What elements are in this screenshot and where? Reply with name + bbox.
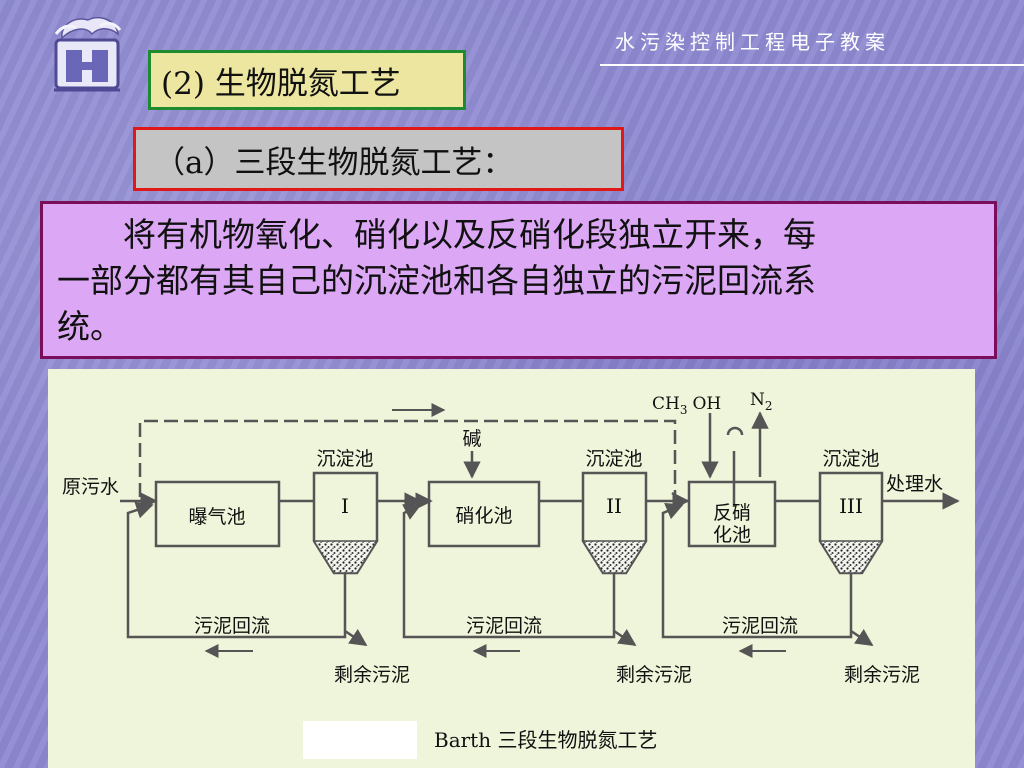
aeration-tank-label: 曝气池 bbox=[188, 506, 245, 528]
alkali-label: 碱 bbox=[462, 428, 481, 450]
sludge-return-line-3 bbox=[661, 503, 853, 639]
influent-label: 原污水 bbox=[62, 476, 119, 498]
clarifier-3-label: 沉淀池 bbox=[822, 448, 879, 470]
dragon-emblem-icon bbox=[54, 16, 122, 40]
clarifier-2-label: 沉淀池 bbox=[585, 448, 642, 470]
subsection-heading: （a）三段生物脱氮工艺： bbox=[133, 127, 624, 191]
figure-caption: Barth 三段生物脱氮工艺 bbox=[434, 728, 657, 752]
course-title: 水污染控制工程电子教案 bbox=[615, 30, 890, 54]
bypass-arrowhead-icon bbox=[671, 491, 687, 511]
description-line: 将有机物氧化、硝化以及反硝化段独立开来，每 bbox=[57, 215, 816, 254]
bypass-dashed-line bbox=[138, 419, 677, 499]
sludge-return-label-3: 污泥回流 bbox=[722, 615, 798, 637]
clarifier-2-numeral: II bbox=[606, 494, 622, 518]
process-flow-diagram: 原污水 处理水 曝气池 硝化池 反硝 化池 沉淀池 沉淀池 沉淀池 碱 污泥回流… bbox=[48, 369, 975, 768]
description-line: 一部分都有其自己的沉淀池和各自独立的污泥回流系 bbox=[57, 261, 816, 300]
denitrification-tank-label-line2: 化池 bbox=[713, 524, 751, 546]
excess-sludge-label-1: 剩余污泥 bbox=[334, 664, 410, 686]
excess-sludge-arrow-3 bbox=[850, 628, 874, 647]
clarifier-1-numeral: I bbox=[341, 494, 349, 518]
description-box: 将有机物氧化、硝化以及反硝化段独立开来，每 一部分都有其自己的沉淀池和各自独立的… bbox=[40, 201, 997, 359]
mixer-rotation-icon bbox=[726, 426, 744, 436]
clarifier-1-sludge bbox=[312, 540, 379, 574]
denitrification-tank bbox=[687, 480, 777, 548]
sludge-return-label-1: 污泥回流 bbox=[194, 615, 270, 637]
logo bbox=[42, 10, 132, 98]
effluent-label: 处理水 bbox=[886, 473, 943, 495]
sludge-return-line-1 bbox=[126, 501, 347, 639]
denitrification-tank-label-line1: 反硝 bbox=[713, 502, 751, 524]
aeration-tank bbox=[154, 480, 281, 548]
book-icon bbox=[54, 38, 120, 92]
section-heading: (2) 生物脱氮工艺 bbox=[148, 50, 466, 110]
excess-sludge-label-2: 剩余污泥 bbox=[616, 664, 692, 686]
nitrification-tank-label: 硝化池 bbox=[455, 505, 512, 527]
excess-sludge-arrow-2 bbox=[613, 628, 637, 647]
clarifier-3-sludge bbox=[818, 540, 884, 574]
clarifier-2-sludge bbox=[581, 540, 648, 574]
nitrogen-formula: N2 bbox=[750, 390, 773, 413]
nitrification-tank bbox=[427, 480, 541, 548]
figure-background bbox=[48, 369, 975, 768]
sludge-return-line-2 bbox=[401, 503, 616, 639]
header-divider bbox=[600, 64, 1024, 66]
clarifier-3-numeral: III bbox=[839, 494, 863, 518]
clarifier-1-label: 沉淀池 bbox=[316, 448, 373, 470]
excess-sludge-arrow-1 bbox=[344, 628, 368, 647]
sludge-return-label-2: 污泥回流 bbox=[466, 615, 542, 637]
caption-blank-label bbox=[303, 721, 417, 759]
excess-sludge-label-3: 剩余污泥 bbox=[844, 664, 920, 686]
description-line: 统。 bbox=[57, 307, 123, 346]
